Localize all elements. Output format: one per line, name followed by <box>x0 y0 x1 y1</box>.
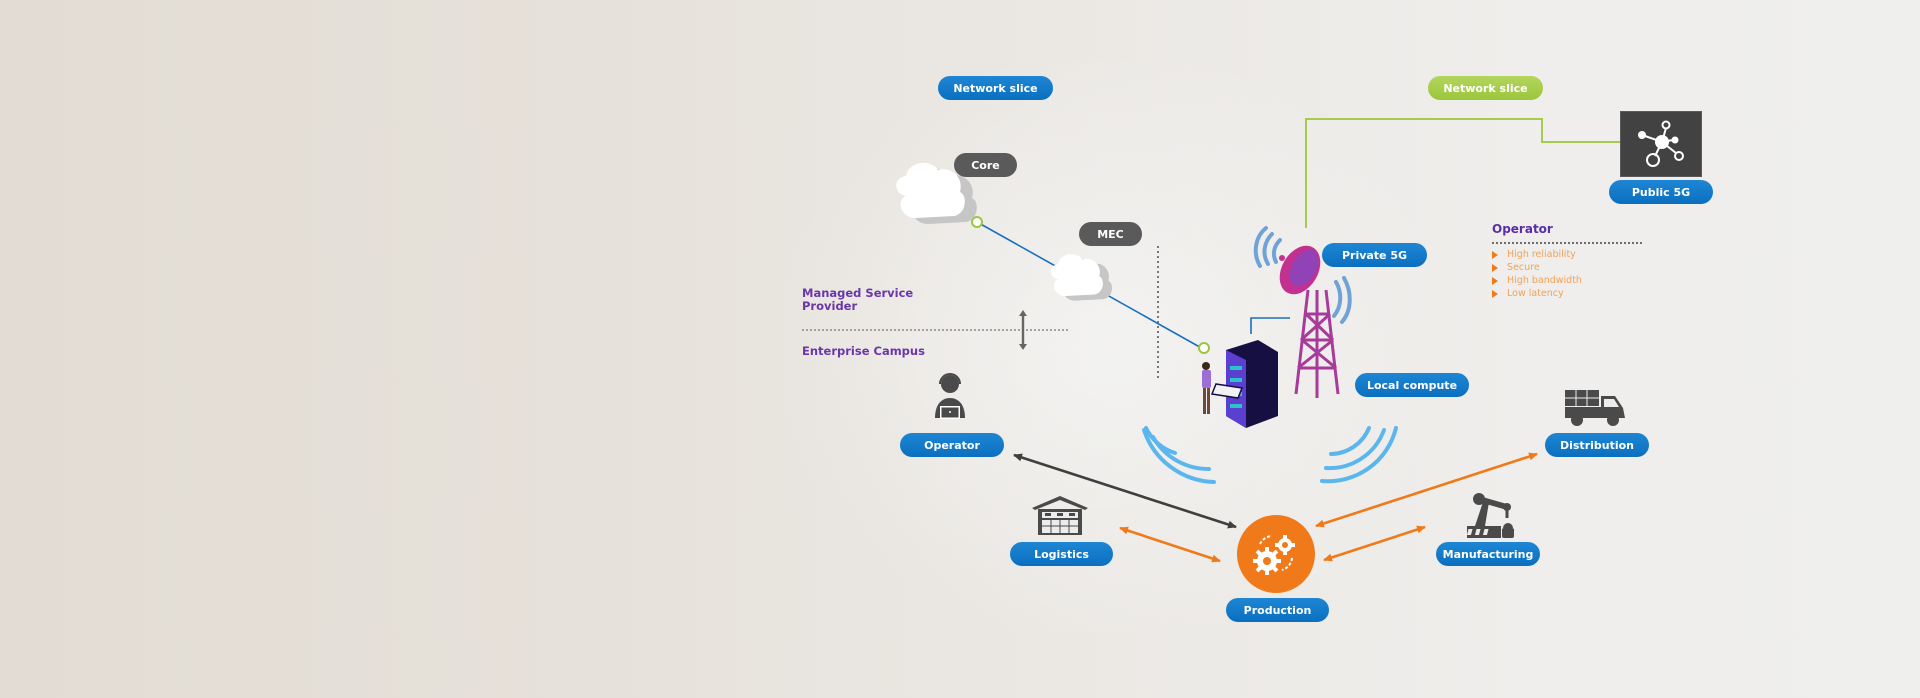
green-slice-line <box>1305 118 1620 228</box>
bullet-triangle-icon <box>1492 289 1498 298</box>
logistics-label: Logistics <box>1010 542 1113 566</box>
delivery-truck-icon <box>1565 390 1625 426</box>
core-label: Core <box>954 153 1017 177</box>
wireless-waves-left-icon <box>1142 426 1216 484</box>
mec-cloud-icon <box>1050 254 1113 301</box>
network-hub-icon <box>1638 120 1684 167</box>
mec-label: MEC <box>1079 222 1142 246</box>
cell-tower-icon <box>1253 226 1352 398</box>
warehouse-icon <box>1032 496 1088 535</box>
public-5g-label: Public 5G <box>1609 180 1713 204</box>
core-connector-node <box>971 216 983 228</box>
bullet-triangle-icon <box>1492 276 1498 285</box>
arrow-manufacturing-production <box>1323 525 1426 562</box>
operator-features-list: High reliability Secure High bandwidth L… <box>1492 248 1582 300</box>
network-slice-left-badge: Network slice <box>938 76 1053 100</box>
local-compute-label: Local compute <box>1355 373 1469 397</box>
distribution-label: Distribution <box>1545 433 1649 457</box>
manufacturing-label: Manufacturing <box>1436 542 1540 566</box>
operator-feature-item: Secure <box>1492 261 1582 274</box>
network-slice-right-badge: Network slice <box>1428 76 1543 100</box>
bullet-triangle-icon <box>1492 263 1498 272</box>
operator-feature-item: Low latency <box>1492 287 1582 300</box>
production-gears-icon <box>1237 515 1315 593</box>
arrow-logistics-production <box>1119 526 1221 563</box>
operator-feature-item: High reliability <box>1492 248 1582 261</box>
operator-panel-title: Operator <box>1492 222 1553 236</box>
operator-feature-item: High bandwidth <box>1492 274 1582 287</box>
robot-arm-icon <box>1463 493 1514 538</box>
wireless-waves-right-icon <box>1320 426 1398 484</box>
production-label: Production <box>1226 598 1329 622</box>
operator-headset-icon <box>935 373 965 419</box>
public-5g-tile <box>1620 111 1702 177</box>
managed-service-provider-label: Managed Service Provider <box>802 286 914 313</box>
local-server-icon <box>1202 340 1278 428</box>
local-connector-node <box>1198 342 1210 354</box>
bullet-triangle-icon <box>1492 250 1498 259</box>
private-5g-label: Private 5G <box>1322 243 1427 267</box>
arrow-operator-production <box>1013 453 1237 529</box>
enterprise-campus-label: Enterprise Campus <box>802 344 925 358</box>
operator-label: Operator <box>900 433 1004 457</box>
arrow-distribution-production <box>1315 452 1538 528</box>
core-cloud-icon <box>896 162 977 224</box>
tower-server-link <box>1250 317 1290 334</box>
